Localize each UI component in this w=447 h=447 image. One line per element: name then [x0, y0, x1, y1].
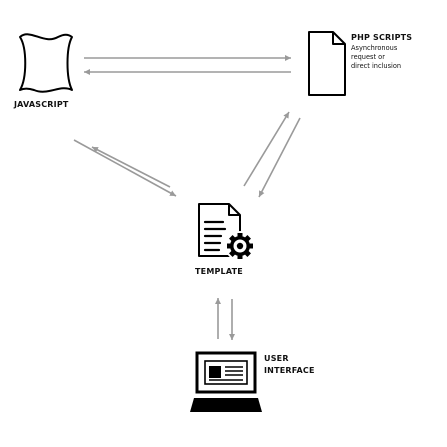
document-icon: [308, 31, 346, 96]
php-description-line-1: Asynchronous: [351, 44, 398, 52]
scroll-icon: [19, 33, 73, 93]
php-description-line-2: request or: [351, 53, 385, 61]
php-label: PHP SCRIPTS: [351, 33, 413, 42]
document-gear-icon: [198, 203, 255, 261]
arrow-js-to-template: [73, 139, 177, 197]
javascript-label: JAVASCRIPT: [14, 100, 69, 109]
php-description-line-3: direct inclusion: [351, 62, 402, 70]
ui-label-line-1: USER: [264, 354, 289, 363]
arrow-template-to-js: [91, 146, 171, 188]
ui-label-line-2: INTERFACE: [264, 366, 315, 375]
template-label: TEMPLATE: [195, 267, 243, 276]
arrow-template-to-php: [243, 111, 290, 187]
arrows: [73, 55, 301, 340]
laptop-icon: [190, 351, 262, 412]
arrow-php-to-template: [258, 117, 301, 198]
